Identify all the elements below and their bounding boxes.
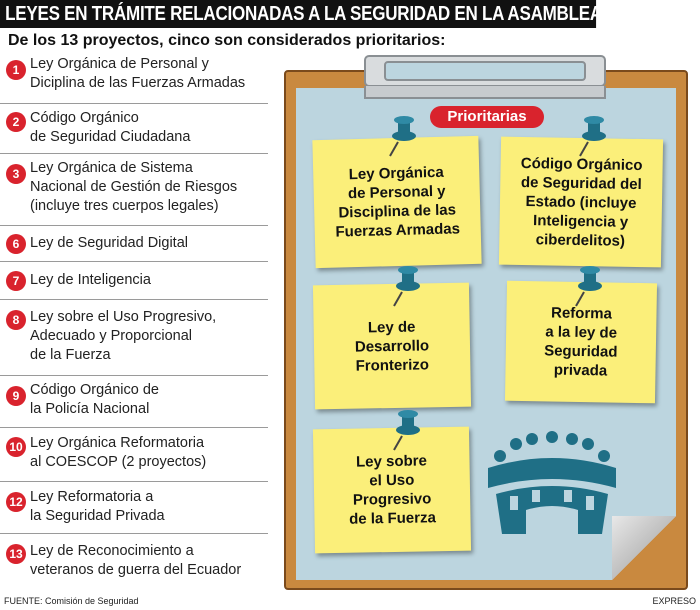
pushpin-icon xyxy=(393,410,420,451)
item-number: 8 xyxy=(6,310,26,330)
item-text: Código Orgánico de Seguridad Ciudadana xyxy=(30,110,191,145)
pushpin-icon xyxy=(389,116,416,157)
list-item: 6 Ley de Seguridad Digital xyxy=(0,226,268,262)
item-number: 13 xyxy=(6,544,26,564)
list-item: 1 Ley Orgánica de Personal y Diciplina d… xyxy=(0,52,268,104)
item-number: 9 xyxy=(6,386,26,406)
pushpin-icon xyxy=(393,266,420,307)
item-number: 6 xyxy=(6,234,26,254)
list-item: 13 Ley de Reconocimiento a veteranos de … xyxy=(0,534,268,590)
pushpin-icon xyxy=(579,116,606,157)
item-text: Ley Orgánica de Personal y Diciplina de … xyxy=(30,56,246,91)
assembly-icon xyxy=(488,431,616,534)
item-text: Ley de Reconocimiento a veteranos de gue… xyxy=(30,543,242,578)
item-text: Ley Orgánica Reformatoria al COESCOP (2 … xyxy=(30,435,207,470)
item-number: 1 xyxy=(6,60,26,80)
priority-badge: Prioritarias xyxy=(430,106,544,128)
item-text: Código Orgánico de la Policía Nacional xyxy=(30,382,159,417)
item-number: 12 xyxy=(6,492,26,512)
list-item: 7 Ley de Inteligencia xyxy=(0,262,268,300)
source-note: FUENTE: Comisión de Seguridad xyxy=(4,596,139,606)
list-item: 8 Ley sobre el Uso Progresivo, Adecuado … xyxy=(0,300,268,376)
item-text: Ley de Seguridad Digital xyxy=(30,235,188,251)
list-item: 2 Código Orgánico de Seguridad Ciudadana xyxy=(0,104,268,154)
item-number: 3 xyxy=(6,164,26,184)
item-text: Ley de Inteligencia xyxy=(30,272,151,288)
item-number: 7 xyxy=(6,271,26,291)
item-number: 2 xyxy=(6,112,26,132)
list-item: 3 Ley Orgánica de Sistema Nacional de Ge… xyxy=(0,154,268,226)
list-item: 9 Código Orgánico de la Policía Nacional xyxy=(0,376,268,428)
item-text: Ley Reformatoria a la Seguridad Privada xyxy=(30,489,165,524)
clipboard-clip-icon xyxy=(364,55,606,99)
list-item: 12 Ley Reformatoria a la Seguridad Priva… xyxy=(0,482,268,534)
brand-credit: EXPRESO xyxy=(652,596,696,606)
item-number: 10 xyxy=(6,437,26,457)
subtitle: De los 13 proyectos, cinco son considera… xyxy=(8,32,446,49)
item-text: Ley Orgánica de Sistema Nacional de Gest… xyxy=(30,160,238,214)
item-text: Ley sobre el Uso Progresivo, Adecuado y … xyxy=(30,309,217,363)
list-item: 10 Ley Orgánica Reformatoria al COESCOP … xyxy=(0,428,268,482)
page-title: LEYES EN TRÁMITE RELACIONADAS A LA SEGUR… xyxy=(0,0,694,28)
page-curl xyxy=(612,516,676,580)
pushpin-icon xyxy=(575,266,602,307)
